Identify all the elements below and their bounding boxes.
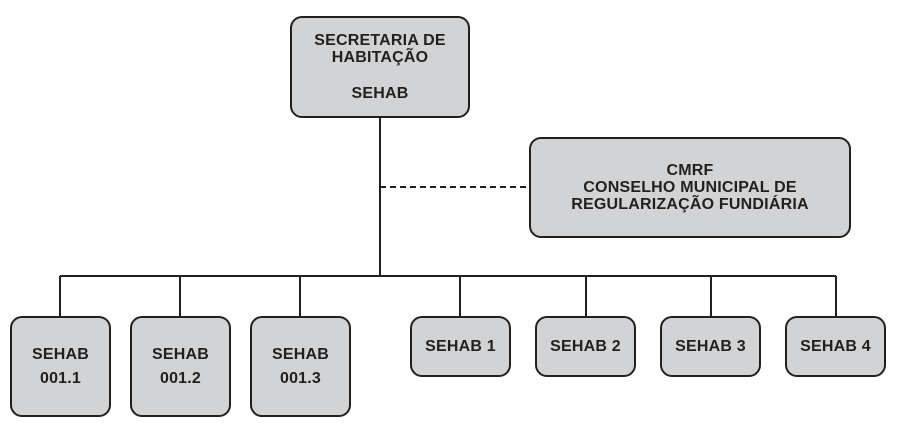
unit-label: SEHAB 2 [550, 337, 621, 355]
cmrf-line2: REGULARIZAÇÃO FUNDIÁRIA [571, 196, 809, 214]
unit-label: SEHAB 3 [675, 337, 746, 355]
unit-label: SEHAB 1 [425, 337, 496, 355]
unit-label: SEHAB [151, 346, 209, 364]
cmrf-acronym: CMRF [666, 161, 714, 179]
secretaria-box: SECRETARIA DE HABITAÇÃO SEHAB [290, 16, 470, 118]
cmrf-line1: CONSELHO MUNICIPAL DE [583, 178, 797, 196]
unit-box-sehab-2: SEHAB 2 [535, 316, 636, 377]
cmrf-box: CMRF CONSELHO MUNICIPAL DE REGULARIZAÇÃO… [529, 137, 851, 238]
unit-box-sehab-3: SEHAB 3 [660, 316, 761, 377]
unit-code: 001.2 [159, 369, 202, 387]
unit-code: 001.1 [39, 369, 82, 387]
unit-label: SEHAB [31, 346, 89, 364]
unit-box-sehab-4: SEHAB 4 [785, 316, 886, 377]
unit-label: SEHAB [271, 346, 329, 364]
unit-box-sehab-001-2: SEHAB 001.2 [130, 316, 231, 417]
unit-label: SEHAB 4 [800, 337, 871, 355]
secretaria-acronym: SEHAB [351, 84, 409, 102]
unit-box-sehab-001-1: SEHAB 001.1 [10, 316, 111, 417]
unit-box-sehab-1: SEHAB 1 [410, 316, 511, 377]
secretaria-line2: HABITAÇÃO [331, 49, 429, 67]
unit-box-sehab-001-3: SEHAB 001.3 [250, 316, 351, 417]
secretaria-line1: SECRETARIA DE [314, 32, 446, 50]
unit-code: 001.3 [279, 369, 322, 387]
